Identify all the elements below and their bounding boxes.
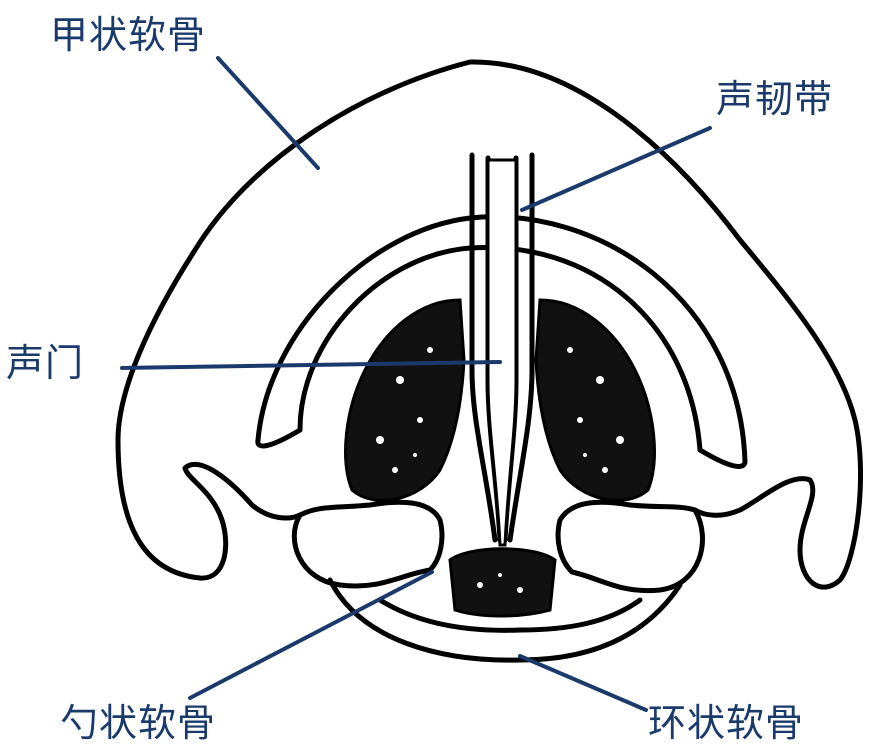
- leader-cricoid: [520, 656, 646, 710]
- glottis-base-dark: [450, 549, 555, 616]
- vocal-cord-label: 声韧带: [716, 80, 833, 118]
- cricoid-cartilage-label: 环状软骨: [648, 704, 804, 742]
- arytenoid-cartilage-label: 勺状软骨: [60, 704, 216, 742]
- arytenoid-right: [558, 502, 702, 590]
- leader-thyroid: [218, 58, 318, 168]
- glottis-label: 声门: [6, 344, 84, 382]
- leader-arytenoid: [190, 572, 432, 698]
- vestibular-fold-left: [346, 300, 464, 500]
- thyroid-cartilage-label: 甲状软骨: [50, 16, 206, 54]
- inner-arch-right-hook: [700, 450, 745, 466]
- inner-arch-left-hook: [258, 430, 300, 446]
- vestibular-fold-right: [536, 300, 654, 500]
- arytenoid-left: [294, 502, 442, 586]
- glottis-slit: [488, 160, 516, 545]
